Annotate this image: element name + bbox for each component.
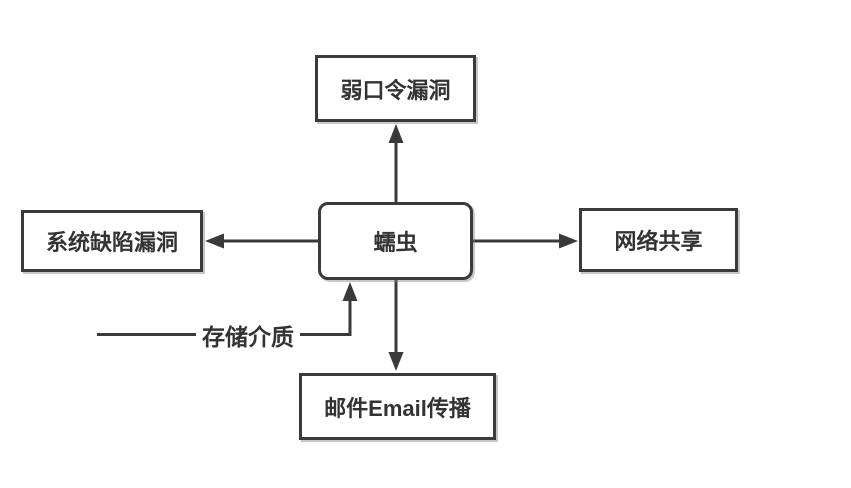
- node-email-propagation-label: 邮件Email传播: [324, 395, 471, 421]
- node-email-propagation: 邮件Email传播: [299, 373, 496, 440]
- arrowhead-down-email: [388, 352, 404, 371]
- node-weak-password-vuln: 弱口令漏洞: [315, 55, 476, 122]
- node-system-flaw-vuln: 系统缺陷漏洞: [21, 210, 203, 272]
- node-worm: 蠕虫: [318, 202, 473, 280]
- arrowhead-up-storage-media: [342, 282, 358, 301]
- arrowhead-right-network-share: [559, 233, 578, 249]
- arrowhead-up-weak-password: [388, 124, 404, 143]
- node-system-flaw-vuln-label: 系统缺陷漏洞: [45, 230, 178, 255]
- node-weak-password-vuln-label: 弱口令漏洞: [340, 77, 451, 103]
- node-network-share: 网络共享: [579, 208, 738, 272]
- arrowhead-left-system-flaw: [205, 233, 224, 249]
- edge-label-storage-media: 存储介质: [196, 320, 300, 350]
- node-worm-label: 蠕虫: [373, 230, 418, 255]
- connector-storage-media-elbow: [296, 300, 352, 336]
- node-network-share-label: 网络共享: [614, 229, 703, 254]
